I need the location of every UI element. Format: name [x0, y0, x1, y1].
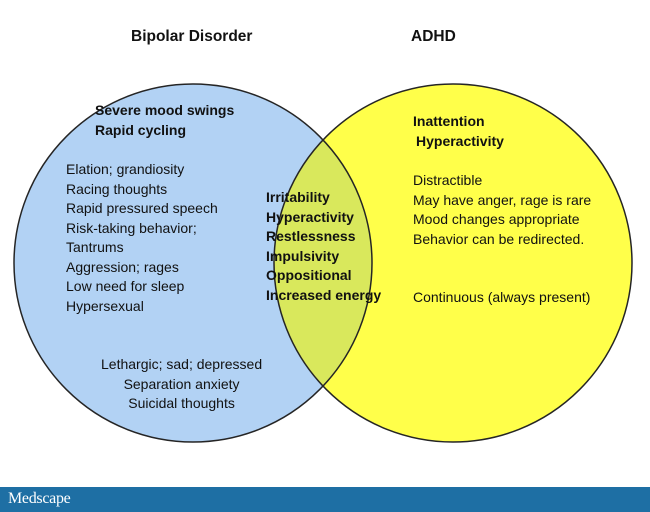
adhd-symptom-list: Distractible May have anger, rage is rar… [413, 171, 591, 249]
bipolar-symptom: Low need for sleep [66, 278, 185, 294]
overlap-shared-symptoms: Irritability Hyperactivity Restlessness … [266, 188, 381, 305]
adhd-symptom: Distractible [413, 172, 483, 188]
bipolar-circle-outline [13, 83, 373, 443]
overlap-symptom: Increased energy [266, 286, 382, 303]
bipolar-depressive-symptom: Separation anxiety [123, 375, 240, 392]
adhd-key-features: Inattention Hyperactivity [413, 112, 504, 151]
bipolar-key-feature: Severe mood swings [95, 102, 235, 118]
bipolar-symptom: Risk-taking behavior; [66, 219, 197, 236]
bipolar-symptom: Tantrums [66, 239, 124, 255]
overlap-symptom: Oppositional [266, 267, 352, 283]
adhd-circle [274, 84, 632, 442]
adhd-symptom: Mood changes appropriate [413, 211, 580, 227]
adhd-circle-outline [273, 83, 633, 443]
adhd-symptom: May have anger, rage is rare [413, 191, 592, 208]
adhd-key-feature: Hyperactivity [416, 132, 504, 149]
bipolar-symptom: Aggression; rages [66, 258, 179, 275]
bipolar-symptom: Hypersexual [66, 297, 144, 314]
overlap-symptom: Impulsivity [266, 247, 340, 264]
adhd-title: ADHD [411, 28, 456, 45]
bipolar-symptom: Rapid pressured speech [66, 200, 218, 216]
bipolar-symptom: Elation; grandiosity [66, 161, 185, 177]
medscape-logo: Medscape [8, 490, 71, 507]
overlap-symptom: Restlessness [266, 228, 356, 244]
bipolar-title: Bipolar Disorder [131, 28, 253, 45]
bipolar-depressive-list: Lethargic; sad; depressed Separation anx… [101, 355, 262, 414]
bipolar-symptom: Racing thoughts [66, 180, 168, 197]
adhd-continuous-note: Continuous (always present) [413, 289, 591, 305]
bipolar-depressive-symptom: Suicidal thoughts [128, 395, 235, 411]
bipolar-key-feature: Rapid cycling [95, 121, 187, 138]
venn-diagram [13, 83, 633, 443]
overlap-symptom: Irritability [266, 189, 330, 205]
bipolar-symptom-list: Elation; grandiosity Racing thoughts Rap… [66, 160, 218, 316]
bipolar-circle [14, 84, 372, 442]
adhd-key-feature: Inattention [413, 113, 485, 129]
bipolar-key-features: Severe mood swings Rapid cycling [95, 101, 234, 140]
adhd-symptom: Behavior can be redirected. [413, 230, 585, 247]
bipolar-depressive-symptom: Lethargic; sad; depressed [101, 356, 263, 372]
footer-bar: Medscape [0, 487, 650, 512]
overlap-symptom: Hyperactivity [266, 208, 354, 225]
